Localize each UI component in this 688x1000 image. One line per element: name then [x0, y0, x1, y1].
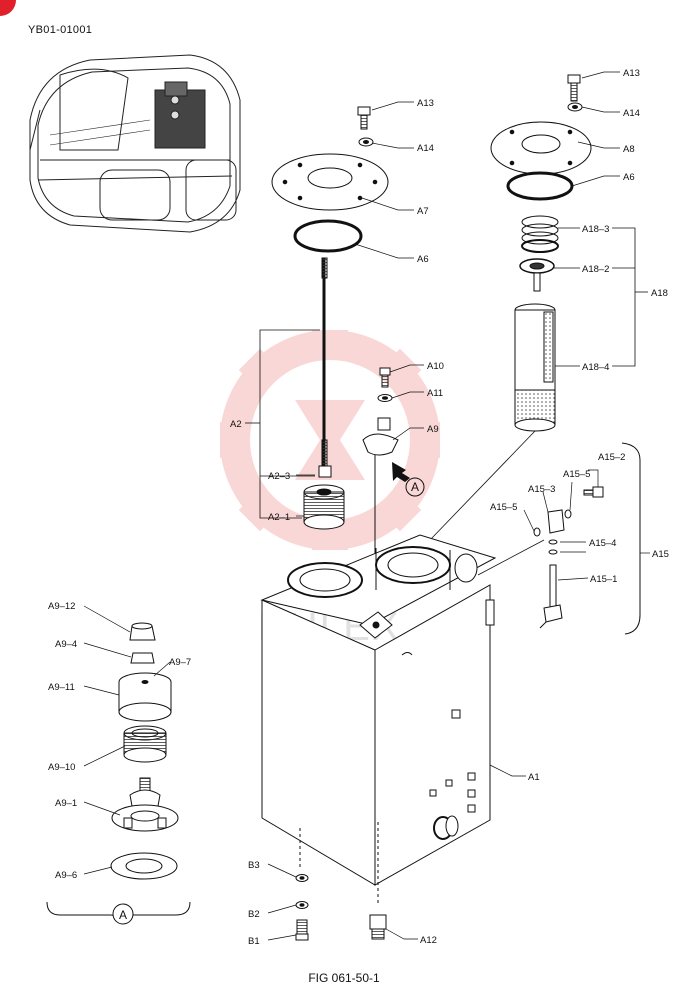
callout-b2: B2: [248, 909, 260, 920]
callout-a18-4: A18–4: [582, 362, 609, 373]
left-cover-group: [271, 106, 389, 530]
callout-a15-1: A15–1: [590, 574, 617, 585]
a15-valve-group: [477, 442, 641, 635]
callout-a1: A1: [528, 772, 540, 783]
callout-a12: A12: [420, 935, 437, 946]
drain-plug: [369, 914, 387, 940]
callout-a9-7: A9–7: [169, 657, 191, 668]
callout-a7: A7: [417, 206, 429, 217]
figure-caption: FIG 061-50-1: [308, 971, 380, 985]
callout-a2: A2: [230, 419, 242, 430]
callout-a15-5-upper: A15–5: [563, 469, 590, 480]
detail-a-exploded: [46, 622, 191, 925]
callout-a6-right: A6: [623, 172, 635, 183]
callout-a14-right: A14: [623, 108, 640, 119]
leader-lines: [83, 71, 650, 941]
corner-badge: [0, 0, 16, 16]
callout-a8: A8: [623, 144, 635, 155]
callout-a9-4: A9–4: [55, 639, 77, 650]
hydraulic-tank: [260, 534, 497, 905]
callout-a18-3: A18–3: [582, 224, 609, 235]
callout-a13-right: A13: [623, 68, 640, 79]
callout-a9-6: A9–6: [55, 870, 77, 881]
callout-b1: B1: [248, 936, 260, 947]
callout-a9-10: A9–10: [48, 762, 75, 773]
callout-a2-1: A2–1: [268, 512, 290, 523]
a2-bracket: [245, 329, 320, 519]
right-filter-group: [429, 74, 592, 541]
breather-group: [362, 367, 425, 625]
callout-a11: A11: [427, 388, 443, 399]
callout-a2-3: A2–3: [268, 471, 290, 482]
watermark-gear-logo: [220, 330, 440, 550]
callout-a9-12: A9–12: [48, 601, 75, 612]
callout-a18-2: A18–2: [582, 264, 609, 275]
callout-b3: B3: [248, 860, 260, 871]
callout-a15: A15: [652, 549, 669, 560]
callout-a10: A10: [427, 361, 444, 372]
callout-a15-2: A15–2: [598, 452, 625, 463]
callout-a13-left: A13: [417, 98, 434, 109]
callout-a18: A18: [651, 288, 668, 299]
callout-a15-3: A15–3: [528, 484, 555, 495]
callout-a15-4: A15–4: [589, 538, 616, 549]
document-code: YB01-01001: [28, 24, 93, 36]
callout-a14-left: A14: [417, 143, 434, 154]
b-hardware: [295, 874, 309, 941]
callout-labels: A13 A14 A7 A6 A13 A14 A8 A6 A18–3 A18–2 …: [48, 68, 669, 947]
detail-marker-a-center: A: [411, 480, 419, 494]
callout-a9-1: A9–1: [55, 798, 77, 809]
callout-a9: A9: [427, 424, 439, 435]
callout-a15-5-lower: A15–5: [490, 502, 517, 513]
detail-marker-a-bottom: A: [119, 908, 127, 922]
machine-locator-view: [29, 54, 241, 233]
a18-bracket: [612, 227, 648, 367]
callout-a9-11: A9–11: [48, 682, 75, 693]
callout-a6-left: A6: [417, 254, 429, 265]
